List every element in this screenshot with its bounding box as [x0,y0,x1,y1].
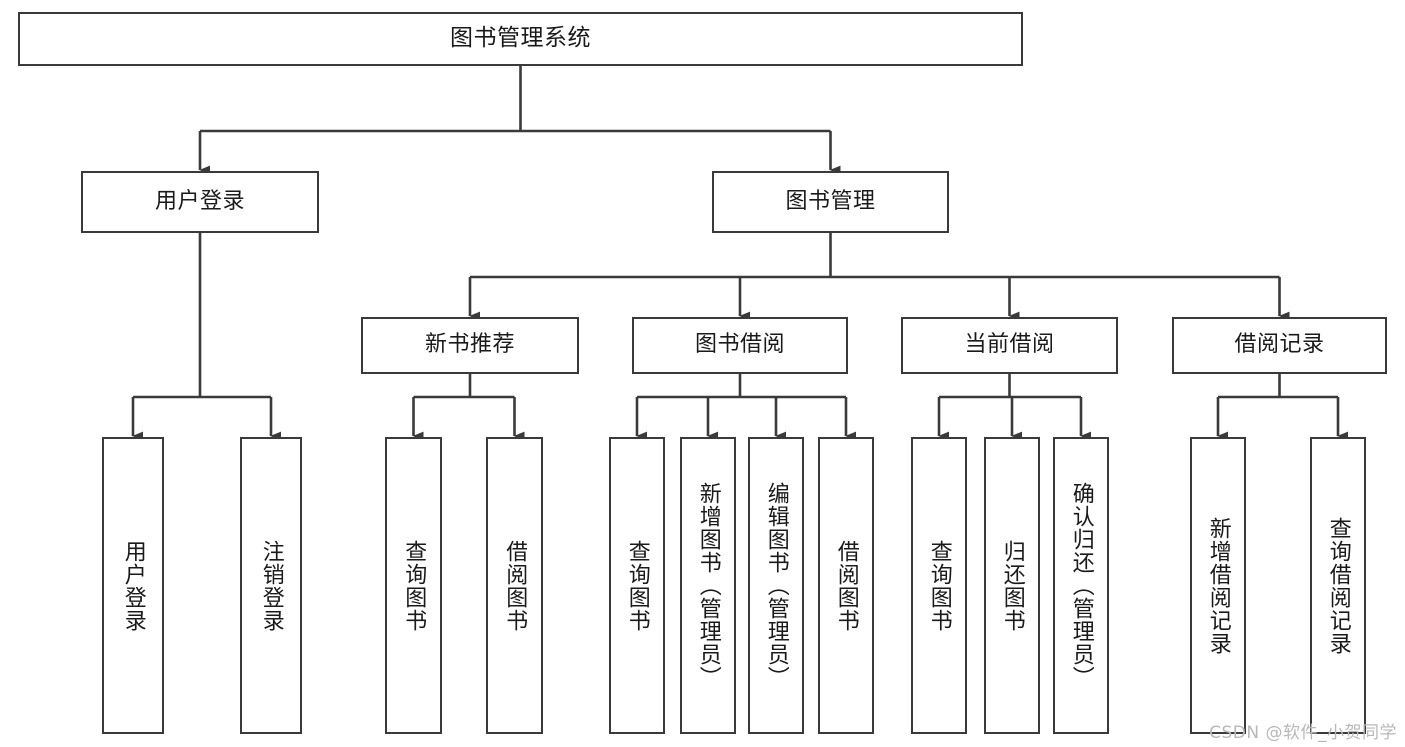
node-l-return-book[interactable]: 归还图书 [984,437,1040,734]
node-label: 借阅记录 [1234,332,1325,358]
node-label: 借阅图书 [502,539,528,632]
node-label: 确认归还（管理员） [1068,482,1094,689]
node-label: 归还图书 [999,539,1025,632]
node-label: 当前借阅 [964,332,1055,358]
node-l-confirm-return[interactable]: 确认归还（管理员） [1053,437,1109,734]
edge-paths [131,66,1349,441]
node-label: 用户登录 [120,539,146,632]
node-l-query-book-2[interactable]: 查询图书 [609,437,665,734]
node-label: 用户登录 [154,188,245,214]
node-l-add-record[interactable]: 新增借阅记录 [1190,437,1246,734]
node-l-borrow-book-2[interactable]: 借阅图书 [818,437,874,734]
node-label: 新书推荐 [424,332,515,358]
node-label: 借阅图书 [833,539,859,632]
node-label: 新增图书（管理员） [695,482,721,689]
node-l-add-book[interactable]: 新增图书（管理员） [680,437,736,734]
node-n-user-login[interactable]: 用户登录 [81,171,319,233]
node-label: 查询图书 [401,539,427,632]
node-label: 查询图书 [926,539,952,632]
node-n-borrow-record[interactable]: 借阅记录 [1172,317,1387,374]
node-l-user-logout[interactable]: 注销登录 [240,437,302,734]
watermark-label: CSDN @软件_小贺同学 [1209,723,1397,743]
node-n-current-borrow[interactable]: 当前借阅 [901,317,1118,374]
node-l-query-book-1[interactable]: 查询图书 [385,437,442,734]
node-l-query-record[interactable]: 查询借阅记录 [1310,437,1366,734]
node-l-borrow-book-1[interactable]: 借阅图书 [486,437,543,734]
node-label: 图书借阅 [694,332,785,358]
node-l-user-login[interactable]: 用户登录 [102,437,164,734]
node-root[interactable]: 图书管理系统 [18,12,1023,66]
node-label: 图书管理 [785,188,876,214]
node-n-book-borrow[interactable]: 图书借阅 [632,317,848,374]
node-n-book-manage[interactable]: 图书管理 [712,171,949,233]
node-label: 新增借阅记录 [1205,516,1231,655]
node-label: 图书管理系统 [450,25,591,52]
node-label: 编辑图书（管理员） [763,482,789,689]
node-label: 查询图书 [624,539,650,632]
node-l-edit-book[interactable]: 编辑图书（管理员） [748,437,804,734]
node-label: 查询借阅记录 [1325,516,1351,655]
node-n-new-book-rec[interactable]: 新书推荐 [361,317,579,374]
node-label: 注销登录 [258,539,284,632]
node-l-query-book-3[interactable]: 查询图书 [911,437,967,734]
